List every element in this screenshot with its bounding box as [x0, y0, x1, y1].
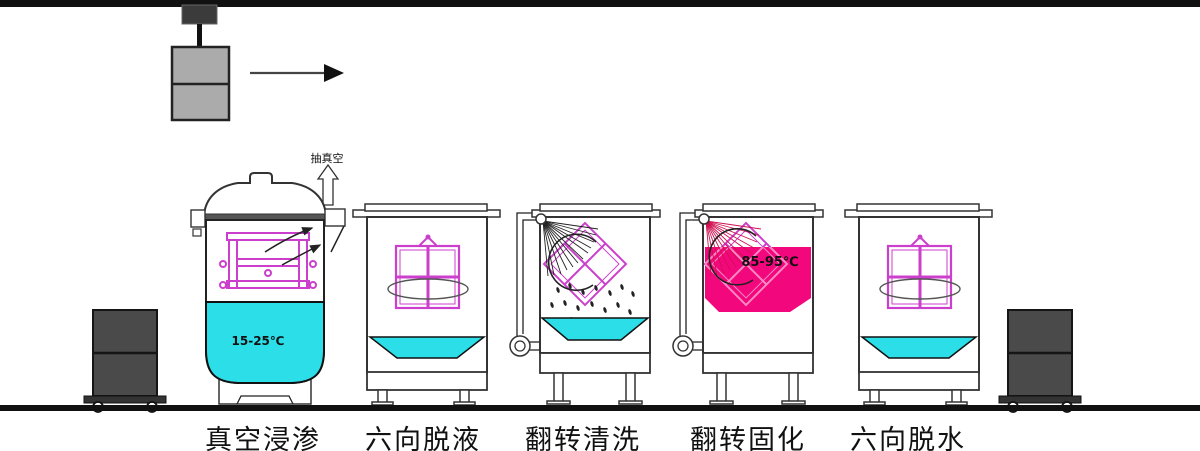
tank-lid-top: [702, 203, 816, 212]
hoist-trolley: [170, 4, 231, 122]
station-label-vacuum-impregnation: 真空浸渗: [205, 425, 321, 451]
left-flange: [190, 209, 206, 228]
tank-base: [702, 352, 814, 374]
circulation-pipe: [516, 212, 541, 351]
flip-curing-tank: 85-95℃: [672, 203, 824, 405]
left-transfer-cart: [82, 308, 168, 414]
tank-lid-top: [539, 203, 653, 212]
rinse-water: [539, 317, 651, 341]
tank-legs: [546, 372, 643, 405]
spray-nozzle: [535, 213, 547, 225]
six-way-dewatering-tank: [843, 202, 994, 407]
impregnation-liquid: [205, 301, 325, 384]
vacuum-extract-label: 抽真空: [311, 151, 344, 165]
flip-rotation-arc: [708, 228, 757, 286]
spray-fan: [542, 220, 599, 277]
hot-curing-bath: [705, 247, 811, 312]
travel-direction-arrow: [250, 64, 344, 82]
six-way-deliquoring-tank: [351, 202, 502, 407]
work-basket-fixture: [219, 232, 317, 289]
hot-spray-fan: [705, 220, 762, 277]
bath-temperature: 15-25℃: [232, 334, 285, 348]
right-flange: [324, 208, 346, 227]
ground-line: [0, 405, 1200, 411]
dome-lid: [202, 172, 328, 217]
circulation-pipe: [679, 212, 704, 351]
pedestal-notch: [236, 395, 294, 405]
tilted-basket-frame: [542, 221, 628, 307]
station-label-six-way-deliquoring: 六向脱液: [365, 425, 481, 451]
station-label-flip-curing: 翻转固化: [690, 425, 806, 451]
pump-hub: [677, 340, 689, 352]
pump-hub: [514, 340, 526, 352]
station-label-six-way-dewatering: 六向脱水: [850, 425, 966, 451]
vapor-flow-arrows: [264, 225, 345, 266]
vacuum-up-arrow: [316, 163, 340, 206]
flip-rotation-arc: [547, 233, 597, 292]
left-valve: [192, 228, 202, 237]
overhead-rail: [0, 0, 1200, 7]
tank-base: [539, 352, 651, 374]
right-transfer-cart: [997, 308, 1083, 414]
spray-nozzle: [698, 213, 710, 225]
vacuum-impregnation-tank: 抽真空 15-25℃: [190, 151, 346, 405]
tank-legs: [709, 372, 806, 405]
basket-seen-through-bath: [705, 247, 789, 307]
station-label-flip-rinsing: 翻转清洗: [525, 425, 641, 451]
bath-temperature: 85-95℃: [741, 255, 798, 270]
flip-rinsing-tank: [509, 203, 661, 405]
